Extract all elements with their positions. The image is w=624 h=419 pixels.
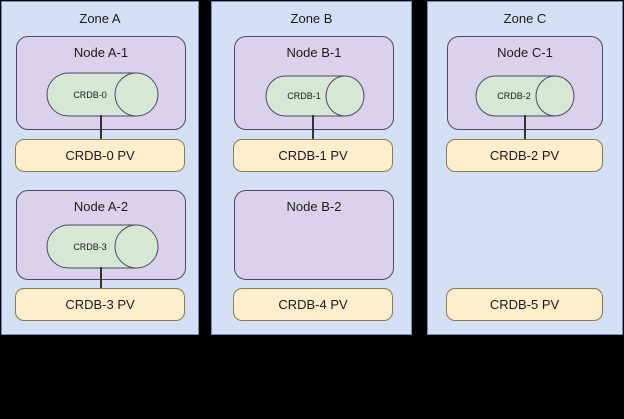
database-crdb-3-label: CRDB-3 — [73, 241, 107, 252]
pv-crdb-2: CRDB-2 PV — [446, 139, 603, 172]
pv-crdb-0: CRDB-0 PV — [15, 139, 185, 172]
connector-crdb-3-to-pv — [100, 267, 102, 289]
node-a-2-title: Node A-2 — [73, 199, 129, 214]
pv-crdb-4-label: CRDB-4 PV — [278, 297, 348, 312]
node-c-1-title: Node C-1 — [497, 45, 553, 60]
pv-crdb-2-label: CRDB-2 PV — [489, 148, 560, 163]
zone-a-title: Zone A — [79, 11, 121, 26]
database-crdb-1-label: CRDB-1 — [287, 91, 321, 101]
database-crdb-0: CRDB-0 — [46, 72, 159, 117]
zone-c-title: Zone C — [503, 11, 547, 26]
database-crdb-2: CRDB-2 — [475, 75, 575, 117]
pv-crdb-1: CRDB-1 PV — [233, 139, 393, 172]
pv-crdb-3-label: CRDB-3 PV — [65, 297, 135, 312]
zone-c: Zone C Node C-1 CRDB-2 CRDB-2 PV CRDB-5 … — [427, 1, 623, 335]
connector-crdb-0-to-pv — [100, 115, 102, 140]
node-b-1-title: Node B-1 — [286, 45, 342, 60]
pv-crdb-0-label: CRDB-0 PV — [65, 148, 135, 163]
database-crdb-2-label: CRDB-2 — [497, 91, 531, 101]
pv-crdb-4: CRDB-4 PV — [233, 288, 393, 321]
connector-crdb-1-to-pv — [312, 115, 314, 140]
zone-a: Zone A Node A-1 CRDB-0 CRDB-0 PV Node A-… — [1, 1, 199, 335]
node-a-1-title: Node A-1 — [73, 45, 129, 60]
pv-crdb-3: CRDB-3 PV — [15, 288, 185, 321]
database-crdb-1: CRDB-1 — [265, 75, 365, 117]
node-b-2: Node B-2 — [234, 190, 394, 280]
node-a-1: Node A-1 CRDB-0 — [16, 36, 186, 130]
pv-crdb-5: CRDB-5 PV — [446, 288, 603, 321]
pv-crdb-1-label: CRDB-1 PV — [278, 148, 348, 163]
database-crdb-3: CRDB-3 — [46, 224, 159, 269]
connector-crdb-2-to-pv — [524, 115, 526, 140]
pv-crdb-5-label: CRDB-5 PV — [489, 297, 560, 312]
node-c-1: Node C-1 CRDB-2 — [447, 36, 603, 130]
zone-b: Zone B Node B-1 CRDB-1 CRDB-1 PV Node B-… — [211, 1, 412, 335]
zone-b-title: Zone B — [290, 11, 333, 26]
node-b-1: Node B-1 CRDB-1 — [234, 36, 394, 130]
node-b-2-title: Node B-2 — [286, 199, 342, 214]
database-crdb-0-label: CRDB-0 — [73, 89, 107, 100]
